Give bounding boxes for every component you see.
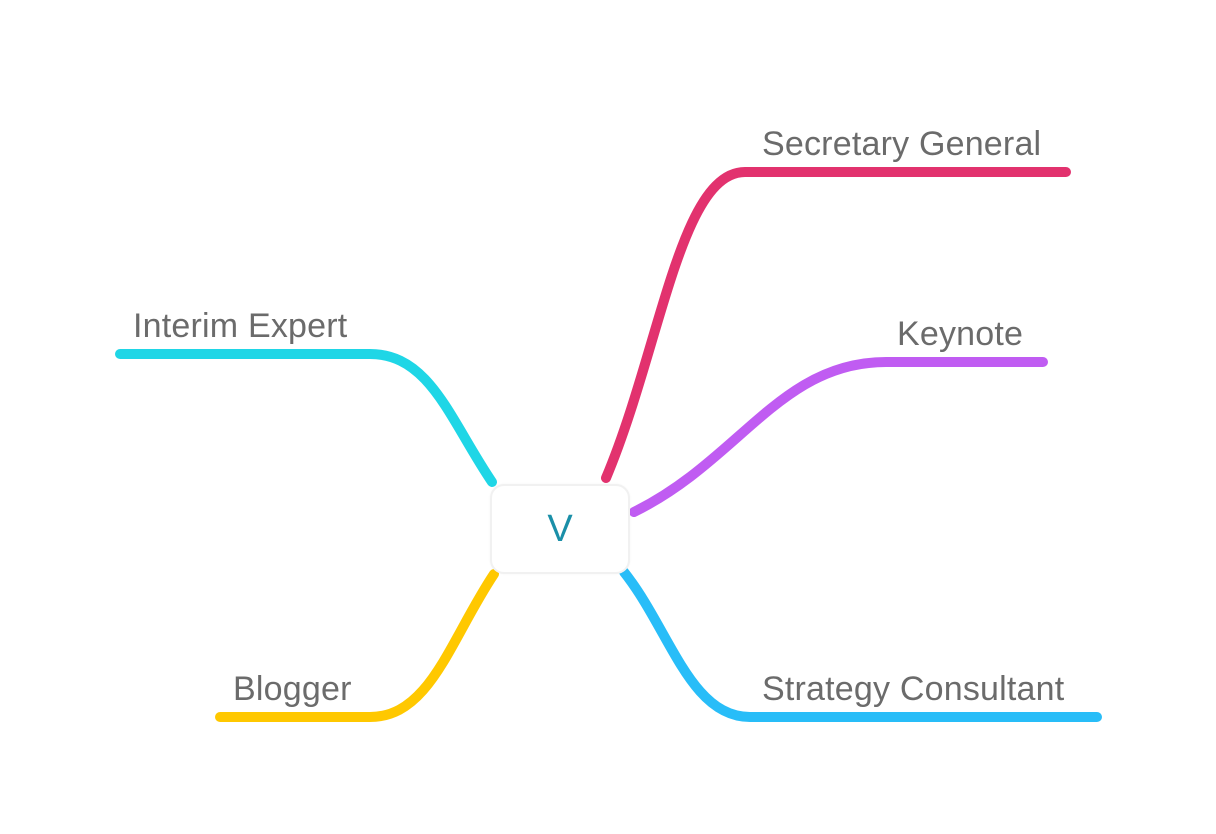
- branch-label-strategy-consultant[interactable]: Strategy Consultant: [762, 670, 1065, 708]
- branch-label-interim-expert[interactable]: Interim Expert: [133, 307, 348, 345]
- central-topic-label: V: [547, 508, 573, 550]
- branch-label-secretary-general[interactable]: Secretary General: [762, 125, 1042, 163]
- branch-line-strategy-consultant: [619, 567, 1102, 722]
- branch-line-blogger: [215, 569, 499, 722]
- branch-label-keynote[interactable]: Keynote: [897, 315, 1024, 353]
- branch-line-secretary-general: [601, 167, 1071, 483]
- branch-line-keynote: [629, 357, 1048, 517]
- central-topic-node[interactable]: V: [490, 484, 630, 574]
- branch-line-interim-expert: [115, 349, 497, 487]
- branch-label-blogger[interactable]: Blogger: [233, 670, 352, 708]
